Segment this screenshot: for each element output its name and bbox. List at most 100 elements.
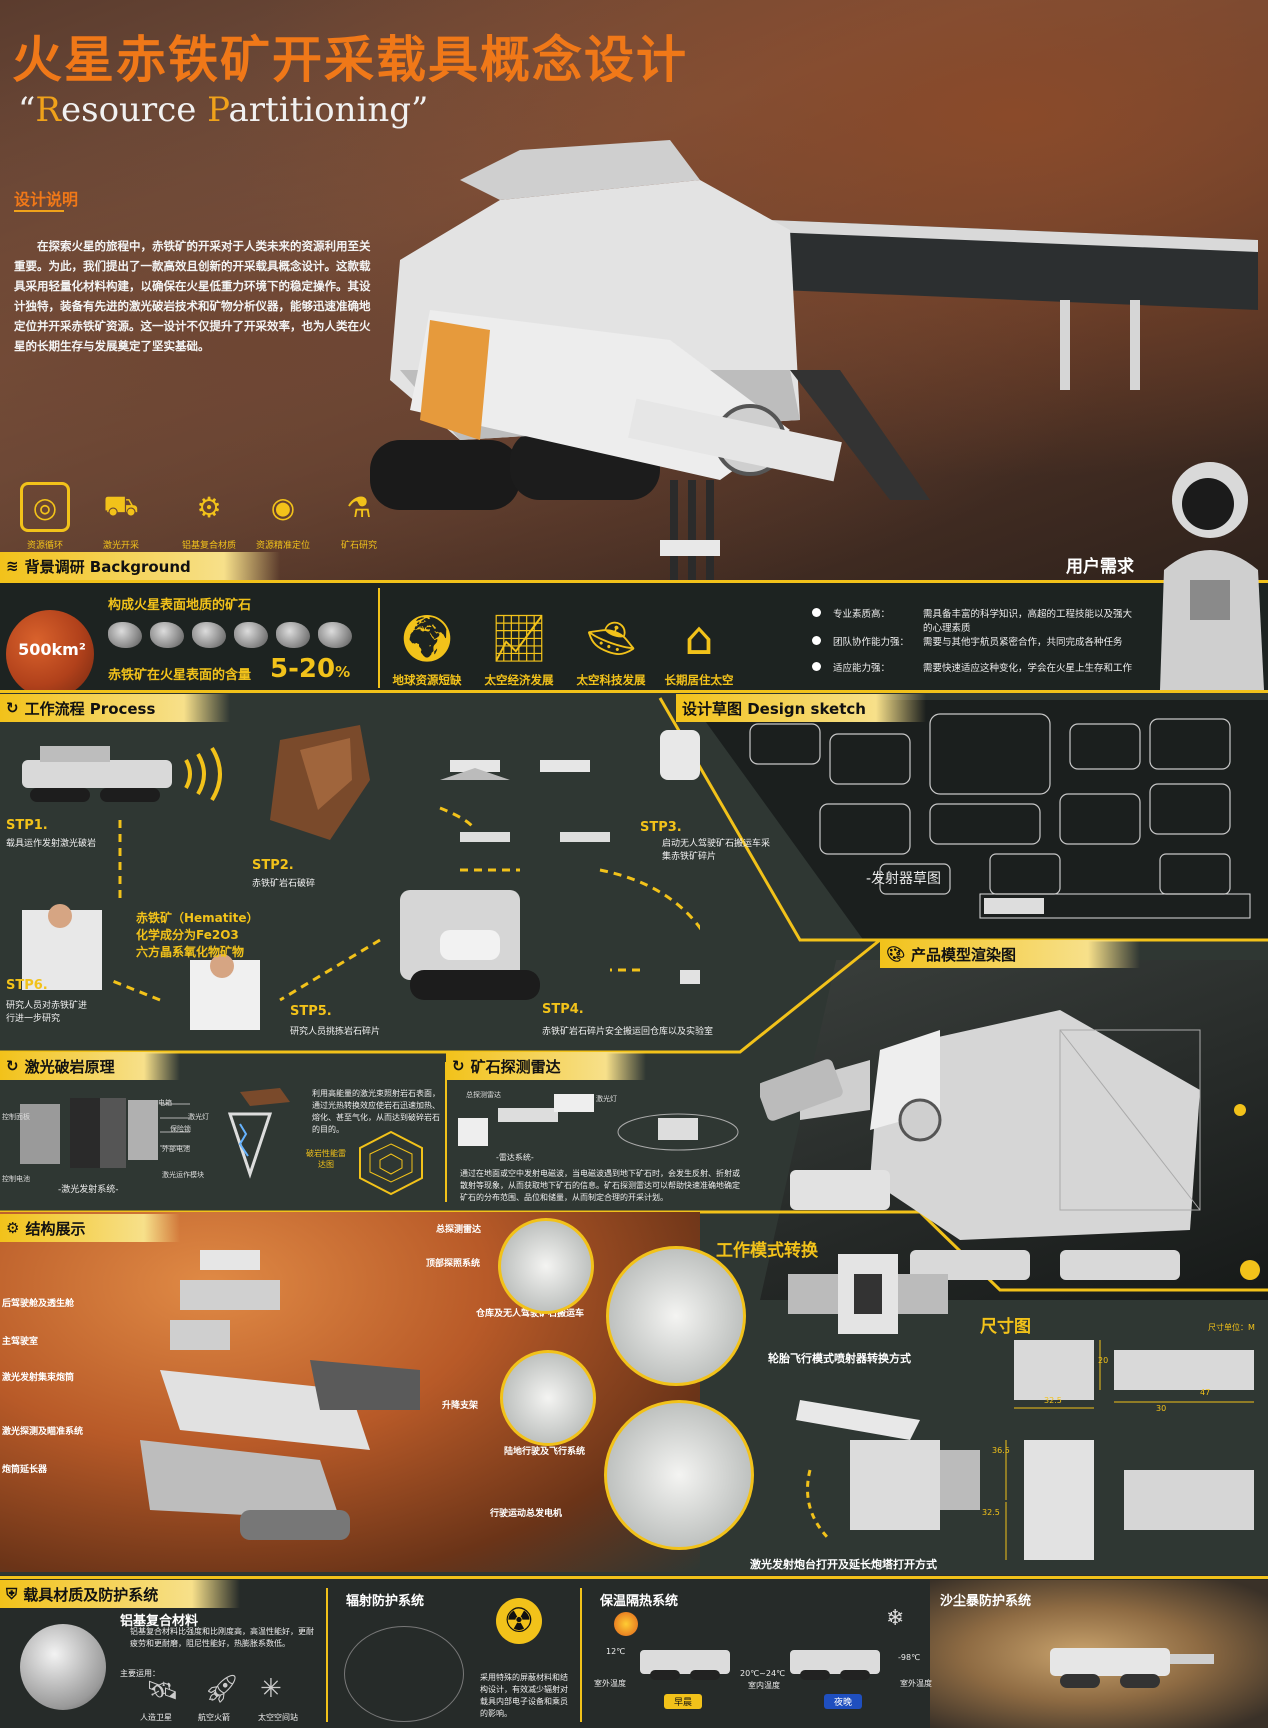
dimension-label: 36.5 bbox=[992, 1446, 1010, 1455]
dimension-label: 47 bbox=[1200, 1388, 1211, 1397]
bg-item-technology: 🛸︎ 太空科技发展 bbox=[568, 610, 654, 688]
ore-percentage-label: 赤铁矿在火星表面的含量 bbox=[108, 668, 252, 683]
detail-circle-lift bbox=[500, 1350, 596, 1446]
structure-label: 陆地行驶及飞行系统 bbox=[504, 1447, 586, 1457]
gear-icon: ⚙ bbox=[196, 490, 222, 524]
user-needs-title: 用户需求 bbox=[1066, 557, 1134, 577]
ore-sample-image bbox=[234, 622, 268, 648]
design-heading: 设计说明 bbox=[14, 190, 79, 209]
bg-item-earth: 🌍︎ 地球资源短缺 bbox=[384, 610, 470, 688]
feature-label: 铝基复合材质 bbox=[181, 541, 236, 551]
laser-part-label: 激光灯 bbox=[188, 1113, 209, 1121]
subtitle-quote-open: “ bbox=[18, 90, 36, 130]
step-1-desc: 载具运作发射激光破岩 bbox=[6, 839, 97, 849]
hero-section: 火星赤铁矿开采载具概念设计 “Resource Partitioning” 设计… bbox=[0, 0, 1268, 580]
cycle-icon: ↻ bbox=[452, 1057, 465, 1075]
subtitle-word-1: esource bbox=[61, 90, 208, 130]
hexagon-radar-chart bbox=[359, 1130, 423, 1196]
bg-item-economy: 📈︎ 太空经济发展 bbox=[476, 610, 562, 688]
radar-part-label: 激光灯 bbox=[596, 1095, 617, 1103]
step-2-label: STP2. bbox=[252, 858, 294, 873]
detail-circle-legs bbox=[606, 1246, 746, 1386]
bg-item-label: 太空科技发展 bbox=[576, 673, 646, 687]
dimension-label: 32.5 bbox=[982, 1508, 1000, 1517]
product-render-image bbox=[760, 1010, 1260, 1280]
tab-structure: ⚙结构展示 bbox=[0, 1214, 180, 1242]
gears-icon: ⚙ bbox=[6, 1219, 20, 1237]
tab-material: ⛨载具材质及防护系统 bbox=[0, 1580, 240, 1608]
feature-laser-mining: ⛟ 激光开采 bbox=[88, 482, 154, 552]
tab-label: 背景调研 Background bbox=[24, 557, 191, 576]
tab-label: 工作流程 Process bbox=[24, 699, 156, 718]
radiation-title: 辐射防护系统 bbox=[346, 1594, 425, 1609]
laser-system-diagram bbox=[20, 1088, 290, 1179]
band-divider bbox=[378, 588, 380, 688]
sketch-caption: -发射器草图 bbox=[866, 871, 942, 887]
structure-label: 炮筒延长器 bbox=[2, 1465, 48, 1475]
process-illustration bbox=[22, 725, 700, 1030]
layers-icon: ≋ bbox=[6, 557, 19, 575]
step-5-desc: 研究人员挑拣岩石碎片 bbox=[290, 1027, 381, 1037]
outside-temp-label: 室外温度 bbox=[594, 1679, 626, 1688]
usage-item: 航空火箭 bbox=[198, 1713, 230, 1722]
feature-label: 激光开采 bbox=[102, 541, 139, 551]
tab-label: 设计草图 Design sketch bbox=[682, 699, 866, 718]
step-1-label: STP1. bbox=[6, 818, 48, 833]
user-need-row: 适应能力强：需要快速适应这种变化，学会在火星上生存和工作 bbox=[812, 660, 1132, 674]
outside-temp-label: 室外温度 bbox=[900, 1679, 932, 1688]
radiation-description: 采用特殊的屏蔽材料和结构设计，有效减少辐射对载具内部电子设备和乘员的影响。 bbox=[480, 1673, 568, 1718]
subtitle-letter-r: R bbox=[35, 90, 61, 130]
structure-label: 总探测雷达 bbox=[436, 1225, 482, 1235]
snowflake-icon: ❄ bbox=[886, 1606, 905, 1631]
bg-item-label: 地球资源短缺 bbox=[392, 673, 462, 687]
feature-resource-cycle: ◎ 资源循环 bbox=[12, 482, 78, 551]
ore-sample-image bbox=[276, 622, 310, 648]
usage-item: 太空空间站 bbox=[258, 1713, 298, 1722]
page-subtitle: “Resource Partitioning” bbox=[18, 90, 428, 130]
radar-description: 通过在地面或空中发射电磁波，当电磁波遇到地下矿石时，会发生反射、折射或散射等现象… bbox=[460, 1169, 740, 1202]
thermal-vehicles-image bbox=[640, 1650, 880, 1680]
mode-caption-2: 激光发射炮台打开及延长炮塔打开方式 bbox=[750, 1558, 937, 1571]
bullet-icon bbox=[812, 608, 821, 617]
step-6-desc: 研究人员对赤铁矿进行进一步研究 bbox=[6, 1001, 88, 1024]
sketch-drawings bbox=[749, 713, 1251, 919]
feature-label: 资源循环 bbox=[26, 541, 63, 551]
hematite-line: 赤铁矿（Hematite） bbox=[136, 911, 259, 925]
bullet-icon bbox=[812, 662, 821, 671]
ore-sample-image bbox=[192, 622, 226, 648]
feature-label: 资源精准定位 bbox=[255, 541, 310, 551]
need-key: 团队协作能力强： bbox=[833, 637, 910, 648]
satellite-icon: 🛰︎ bbox=[146, 1676, 180, 1706]
ore-sample-image bbox=[108, 622, 142, 648]
design-rule bbox=[14, 210, 64, 212]
dimension-drawings bbox=[1005, 1340, 1254, 1560]
mining-vehicle-render bbox=[370, 140, 1258, 580]
detail-circle-track bbox=[604, 1400, 754, 1550]
laser-description: 利用高能量的激光束照射岩石表面，通过光热转换效应使岩石迅速加热、熔化、甚至气化，… bbox=[312, 1089, 440, 1134]
need-key: 适应能力强： bbox=[833, 663, 891, 674]
need-value: 需要与其他宇航员紧密合作，共同完成各种任务 bbox=[923, 637, 1123, 648]
radiation-icon: ☢ bbox=[496, 1598, 542, 1644]
mars-area-value: 500km² bbox=[18, 640, 86, 659]
step-6-label: STP6. bbox=[6, 978, 48, 993]
step-4-desc: 赤铁矿岩石碎片安全搬运回仓库以及实验室 bbox=[542, 1027, 714, 1037]
mode-caption-1: 轮胎飞行模式喷射器转换方式 bbox=[768, 1352, 911, 1365]
radar-caption: -雷达系统- bbox=[496, 1153, 534, 1162]
tab-label: 矿石探测雷达 bbox=[470, 1057, 561, 1076]
cannon-open-image bbox=[796, 1400, 980, 1542]
structure-label: 升降支架 bbox=[442, 1401, 479, 1411]
need-key: 专业素质高： bbox=[833, 609, 891, 620]
structure-label: 激光探测及瞄准系统 bbox=[2, 1427, 84, 1437]
ore-percentage-value: 5-20% bbox=[270, 654, 350, 684]
structure-label: 行驶运动总发电机 bbox=[490, 1509, 563, 1519]
structure-exploded-view bbox=[140, 1250, 420, 1540]
laser-part-label: 外部电池 bbox=[162, 1145, 190, 1153]
flask-icon: ⚗ bbox=[346, 490, 372, 524]
dimension-label: 30 bbox=[1156, 1404, 1167, 1413]
step-2-desc: 赤铁矿岩石破碎 bbox=[252, 879, 316, 889]
earth-icon: 🌍︎ bbox=[397, 611, 457, 665]
bottom-divider bbox=[580, 1588, 582, 1722]
laser-part-label: 激光运作模块 bbox=[162, 1171, 204, 1179]
structure-label: 主驾驶室 bbox=[2, 1337, 39, 1347]
globe-cycle-icon: ◎ bbox=[20, 482, 70, 532]
